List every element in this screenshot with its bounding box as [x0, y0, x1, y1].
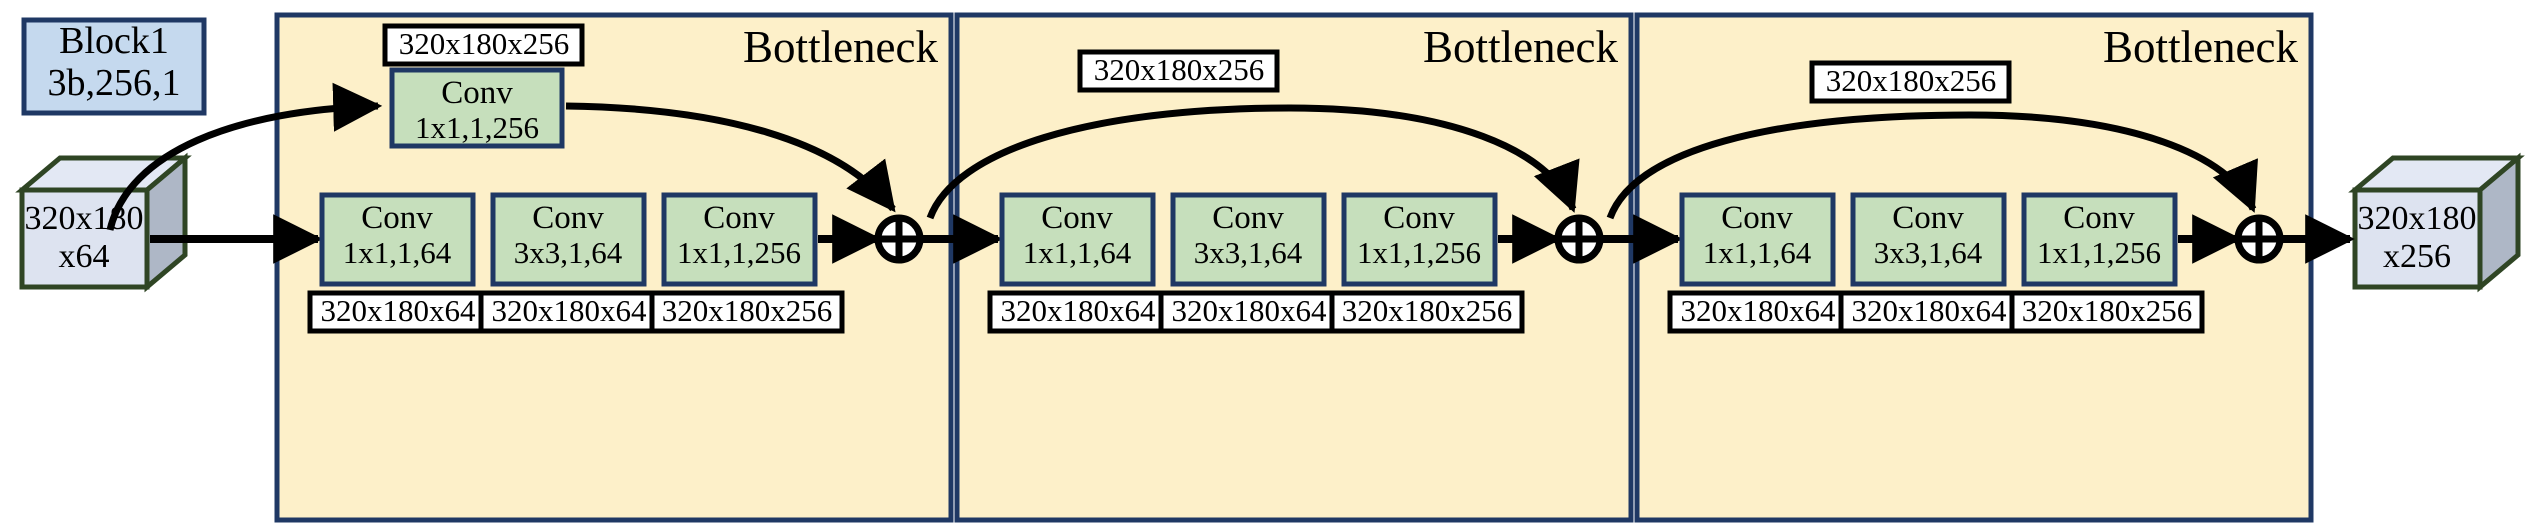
dim-label-2-2: 320x180x64	[1172, 293, 1328, 328]
conv-box-2-1	[999, 192, 1156, 287]
dim-label-3-2: 320x180x64	[1852, 293, 2008, 328]
output-cube-front	[2352, 187, 2483, 290]
add-node-3	[2234, 214, 2284, 264]
conv-box-1-2	[490, 192, 647, 287]
skip-dim-box-3	[1809, 60, 2012, 104]
skip-conv-name-1: Conv	[441, 75, 513, 111]
skip-dim-label-2: 320x180x256	[1094, 52, 1265, 87]
dim-box-2-3	[1329, 290, 1525, 334]
dim-box-2-1	[987, 290, 1169, 334]
conv-name-2-3: Conv	[1383, 200, 1455, 236]
add-node-2	[1554, 214, 1604, 264]
skip-conv-spec-1: 1x1,1,256	[415, 110, 539, 145]
conv-box-3-1	[1679, 192, 1836, 287]
add-node-1	[874, 214, 924, 264]
bottleneck-title-1: Bottleneck	[743, 22, 938, 72]
conv-spec-1-3: 1x1,1,256	[677, 235, 801, 270]
dim-label-1-2: 320x180x64	[492, 293, 648, 328]
skip-dim-label-1: 320x180x256	[399, 26, 570, 61]
legend-line-2: 3b,256,1	[48, 62, 181, 104]
input-cube-line-2: x64	[59, 238, 110, 275]
dim-box-1-3	[649, 290, 845, 334]
dim-label-3-1: 320x180x64	[1681, 293, 1837, 328]
conv-name-3-2: Conv	[1892, 200, 1964, 236]
dim-label-2-1: 320x180x64	[1001, 293, 1157, 328]
dim-label-1-3: 320x180x256	[662, 293, 833, 328]
output-cube: 320x180 x256	[2348, 152, 2525, 293]
input-cube-line-1: 320x180	[25, 200, 144, 237]
output-cube-line-2: x256	[2383, 238, 2451, 275]
bottleneck-title-3: Bottleneck	[2103, 22, 2298, 72]
skip-curve-in-1	[106, 82, 383, 231]
conv-name-3-1: Conv	[1721, 200, 1793, 236]
dim-box-2-2	[1158, 290, 1340, 334]
conv-name-2-1: Conv	[1041, 200, 1113, 236]
dim-box-3-3	[2009, 290, 2205, 334]
conv-box-2-3	[1341, 192, 1498, 287]
conv-spec-2-1: 1x1,1,64	[1023, 235, 1132, 270]
skip-curve-3	[1606, 111, 2258, 220]
conv-spec-1-2: 3x3,1,64	[514, 235, 623, 270]
dim-box-1-1	[307, 290, 489, 334]
skip-dim-box-1	[382, 23, 585, 67]
input-cube: 320x180 x64	[15, 152, 192, 293]
conv-name-1-1: Conv	[361, 200, 433, 236]
conv-box-2-2	[1170, 192, 1327, 287]
conv-spec-2-3: 1x1,1,256	[1357, 235, 1481, 270]
input-cube-front	[19, 187, 150, 290]
conv-box-3-3	[2021, 192, 2178, 287]
conv-spec-3-1: 1x1,1,64	[1703, 235, 1812, 270]
skip-conv-box-1	[389, 67, 565, 149]
conv-name-3-3: Conv	[2063, 200, 2135, 236]
skip-dim-box-2	[1077, 49, 1280, 93]
skip-curve-out-1	[565, 102, 896, 213]
dim-label-2-3: 320x180x256	[1342, 293, 1513, 328]
conv-box-1-1	[319, 192, 476, 287]
conv-name-1-3: Conv	[703, 200, 775, 236]
conv-spec-2-2: 3x3,1,64	[1194, 235, 1303, 270]
conv-spec-3-2: 3x3,1,64	[1874, 235, 1983, 270]
conv-name-1-2: Conv	[532, 200, 604, 236]
skip-curve-2	[926, 104, 1580, 220]
conv-box-1-3	[661, 192, 818, 287]
output-cube-line-1: 320x180	[2358, 200, 2477, 237]
conv-spec-3-3: 1x1,1,256	[2037, 235, 2161, 270]
skip-dim-label-3: 320x180x256	[1826, 63, 1997, 98]
legend-line-1: Block1	[59, 20, 169, 62]
dim-label-1-1: 320x180x64	[321, 293, 477, 328]
conv-name-2-2: Conv	[1212, 200, 1284, 236]
legend-box	[21, 17, 207, 116]
bottleneck-title-2: Bottleneck	[1423, 22, 1618, 72]
conv-box-3-2	[1850, 192, 2007, 287]
dim-label-3-3: 320x180x256	[2022, 293, 2193, 328]
conv-spec-1-1: 1x1,1,64	[343, 235, 452, 270]
